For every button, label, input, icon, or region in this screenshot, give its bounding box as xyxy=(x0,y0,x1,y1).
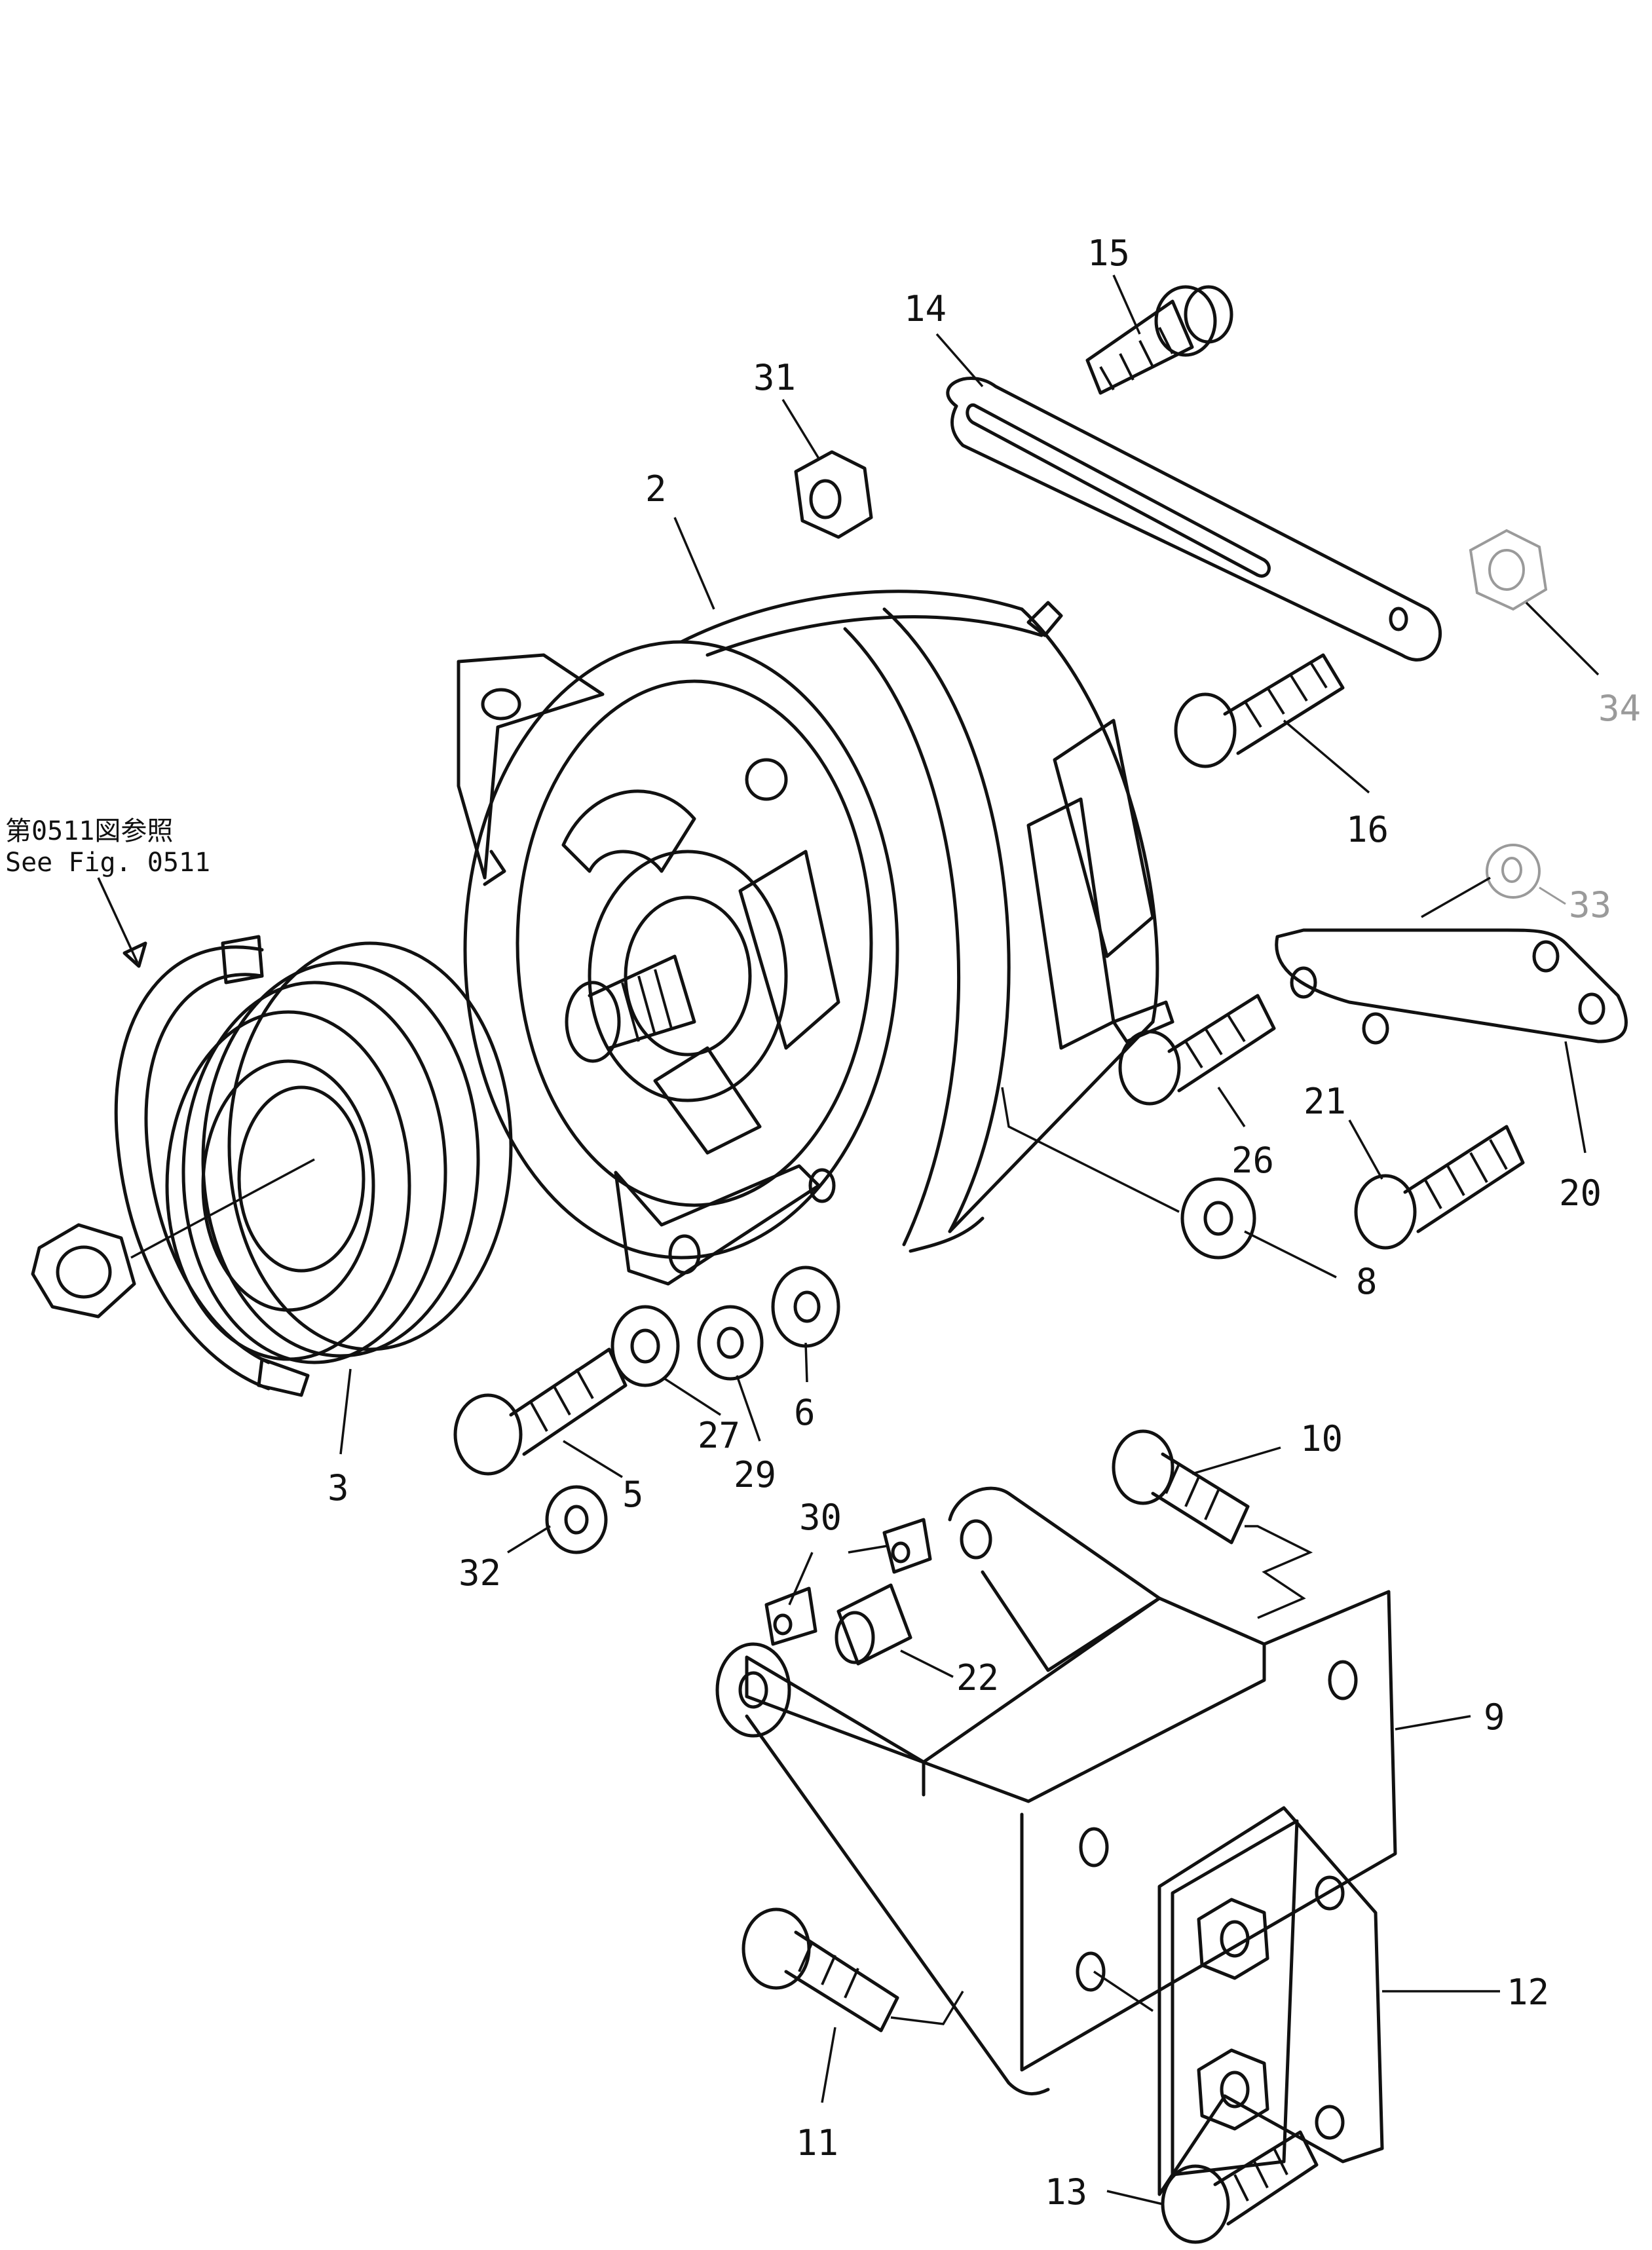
callout-34: 34 xyxy=(1598,688,1641,729)
bushing-30-lower xyxy=(764,1586,817,1646)
callout-12: 12 xyxy=(1507,1972,1549,2013)
bolt-5 xyxy=(453,1347,628,1476)
bolt-13 xyxy=(1161,2130,1319,2244)
lock-washer-29 xyxy=(697,1305,764,1381)
callout-6: 6 xyxy=(794,1392,816,1433)
bolt-10-guide xyxy=(1245,1525,1313,1619)
callout-5: 5 xyxy=(622,1474,644,1515)
callout-16: 16 xyxy=(1346,809,1389,850)
callout-21: 21 xyxy=(1304,1081,1346,1122)
spacer-22 xyxy=(835,1583,912,1666)
shaft-axis-line xyxy=(130,1158,315,1259)
callout-8: 8 xyxy=(1356,1261,1378,1302)
pulley xyxy=(165,941,513,1364)
washer-33 xyxy=(1486,844,1541,899)
bracket-9 xyxy=(715,1486,1397,2096)
callout-2: 2 xyxy=(645,468,667,510)
callout-20: 20 xyxy=(1559,1172,1602,1214)
callout-13: 13 xyxy=(1045,2171,1087,2213)
washer-6 xyxy=(771,1266,840,1348)
callout-11: 11 xyxy=(796,2122,838,2164)
callout-10: 10 xyxy=(1300,1418,1343,1459)
reference-note: 第0511図参照 See Fig. 0511 xyxy=(5,816,210,878)
callout-33: 33 xyxy=(1569,884,1611,926)
lock-washer-32 xyxy=(545,1485,608,1554)
callout-15: 15 xyxy=(1087,233,1130,274)
callout-9: 9 xyxy=(1484,1697,1505,1738)
plate-20 xyxy=(1275,928,1628,1045)
reference-note-ja: 第0511図参照 xyxy=(5,816,173,846)
callout-labels: 2 3 5 6 8 9 10 11 12 13 14 15 16 20 21 2… xyxy=(328,233,1641,2213)
bolt-26 xyxy=(1118,994,1276,1106)
bolt-21 xyxy=(1354,1125,1525,1250)
bolt-11 xyxy=(742,1907,899,2033)
callout-30: 30 xyxy=(799,1497,842,1538)
callout-22: 22 xyxy=(956,1657,999,1698)
callout-31: 31 xyxy=(753,357,796,398)
callout-14: 14 xyxy=(904,288,947,329)
callout-26: 26 xyxy=(1231,1140,1274,1181)
nut-31 xyxy=(794,450,873,539)
callout-3: 3 xyxy=(328,1467,349,1509)
snap-ring xyxy=(114,935,310,1397)
alternator xyxy=(457,590,1174,1286)
callout-32: 32 xyxy=(459,1552,501,1594)
callout-27: 27 xyxy=(698,1415,740,1456)
bolt-15 xyxy=(1085,285,1233,395)
washer-27 xyxy=(610,1305,680,1387)
shaft-nut xyxy=(31,1223,136,1319)
leader-lines xyxy=(339,274,1600,2205)
adjusting-bar xyxy=(946,377,1442,662)
nut-34 xyxy=(1469,529,1548,611)
nut-8 xyxy=(1180,1177,1256,1260)
reference-arrowhead xyxy=(122,941,147,968)
callout-29: 29 xyxy=(734,1454,776,1495)
reference-note-en: See Fig. 0511 xyxy=(5,848,210,878)
alternator-lower-line xyxy=(1001,1087,1180,1213)
bolt-10 xyxy=(1112,1429,1250,1545)
bolt-11-guide xyxy=(890,1991,964,2025)
plate-12 xyxy=(1157,1806,1384,2196)
plate-12-guide xyxy=(1093,1970,1154,2012)
bolt-16 xyxy=(1174,653,1345,768)
bushing-30-upper xyxy=(882,1518,932,1574)
